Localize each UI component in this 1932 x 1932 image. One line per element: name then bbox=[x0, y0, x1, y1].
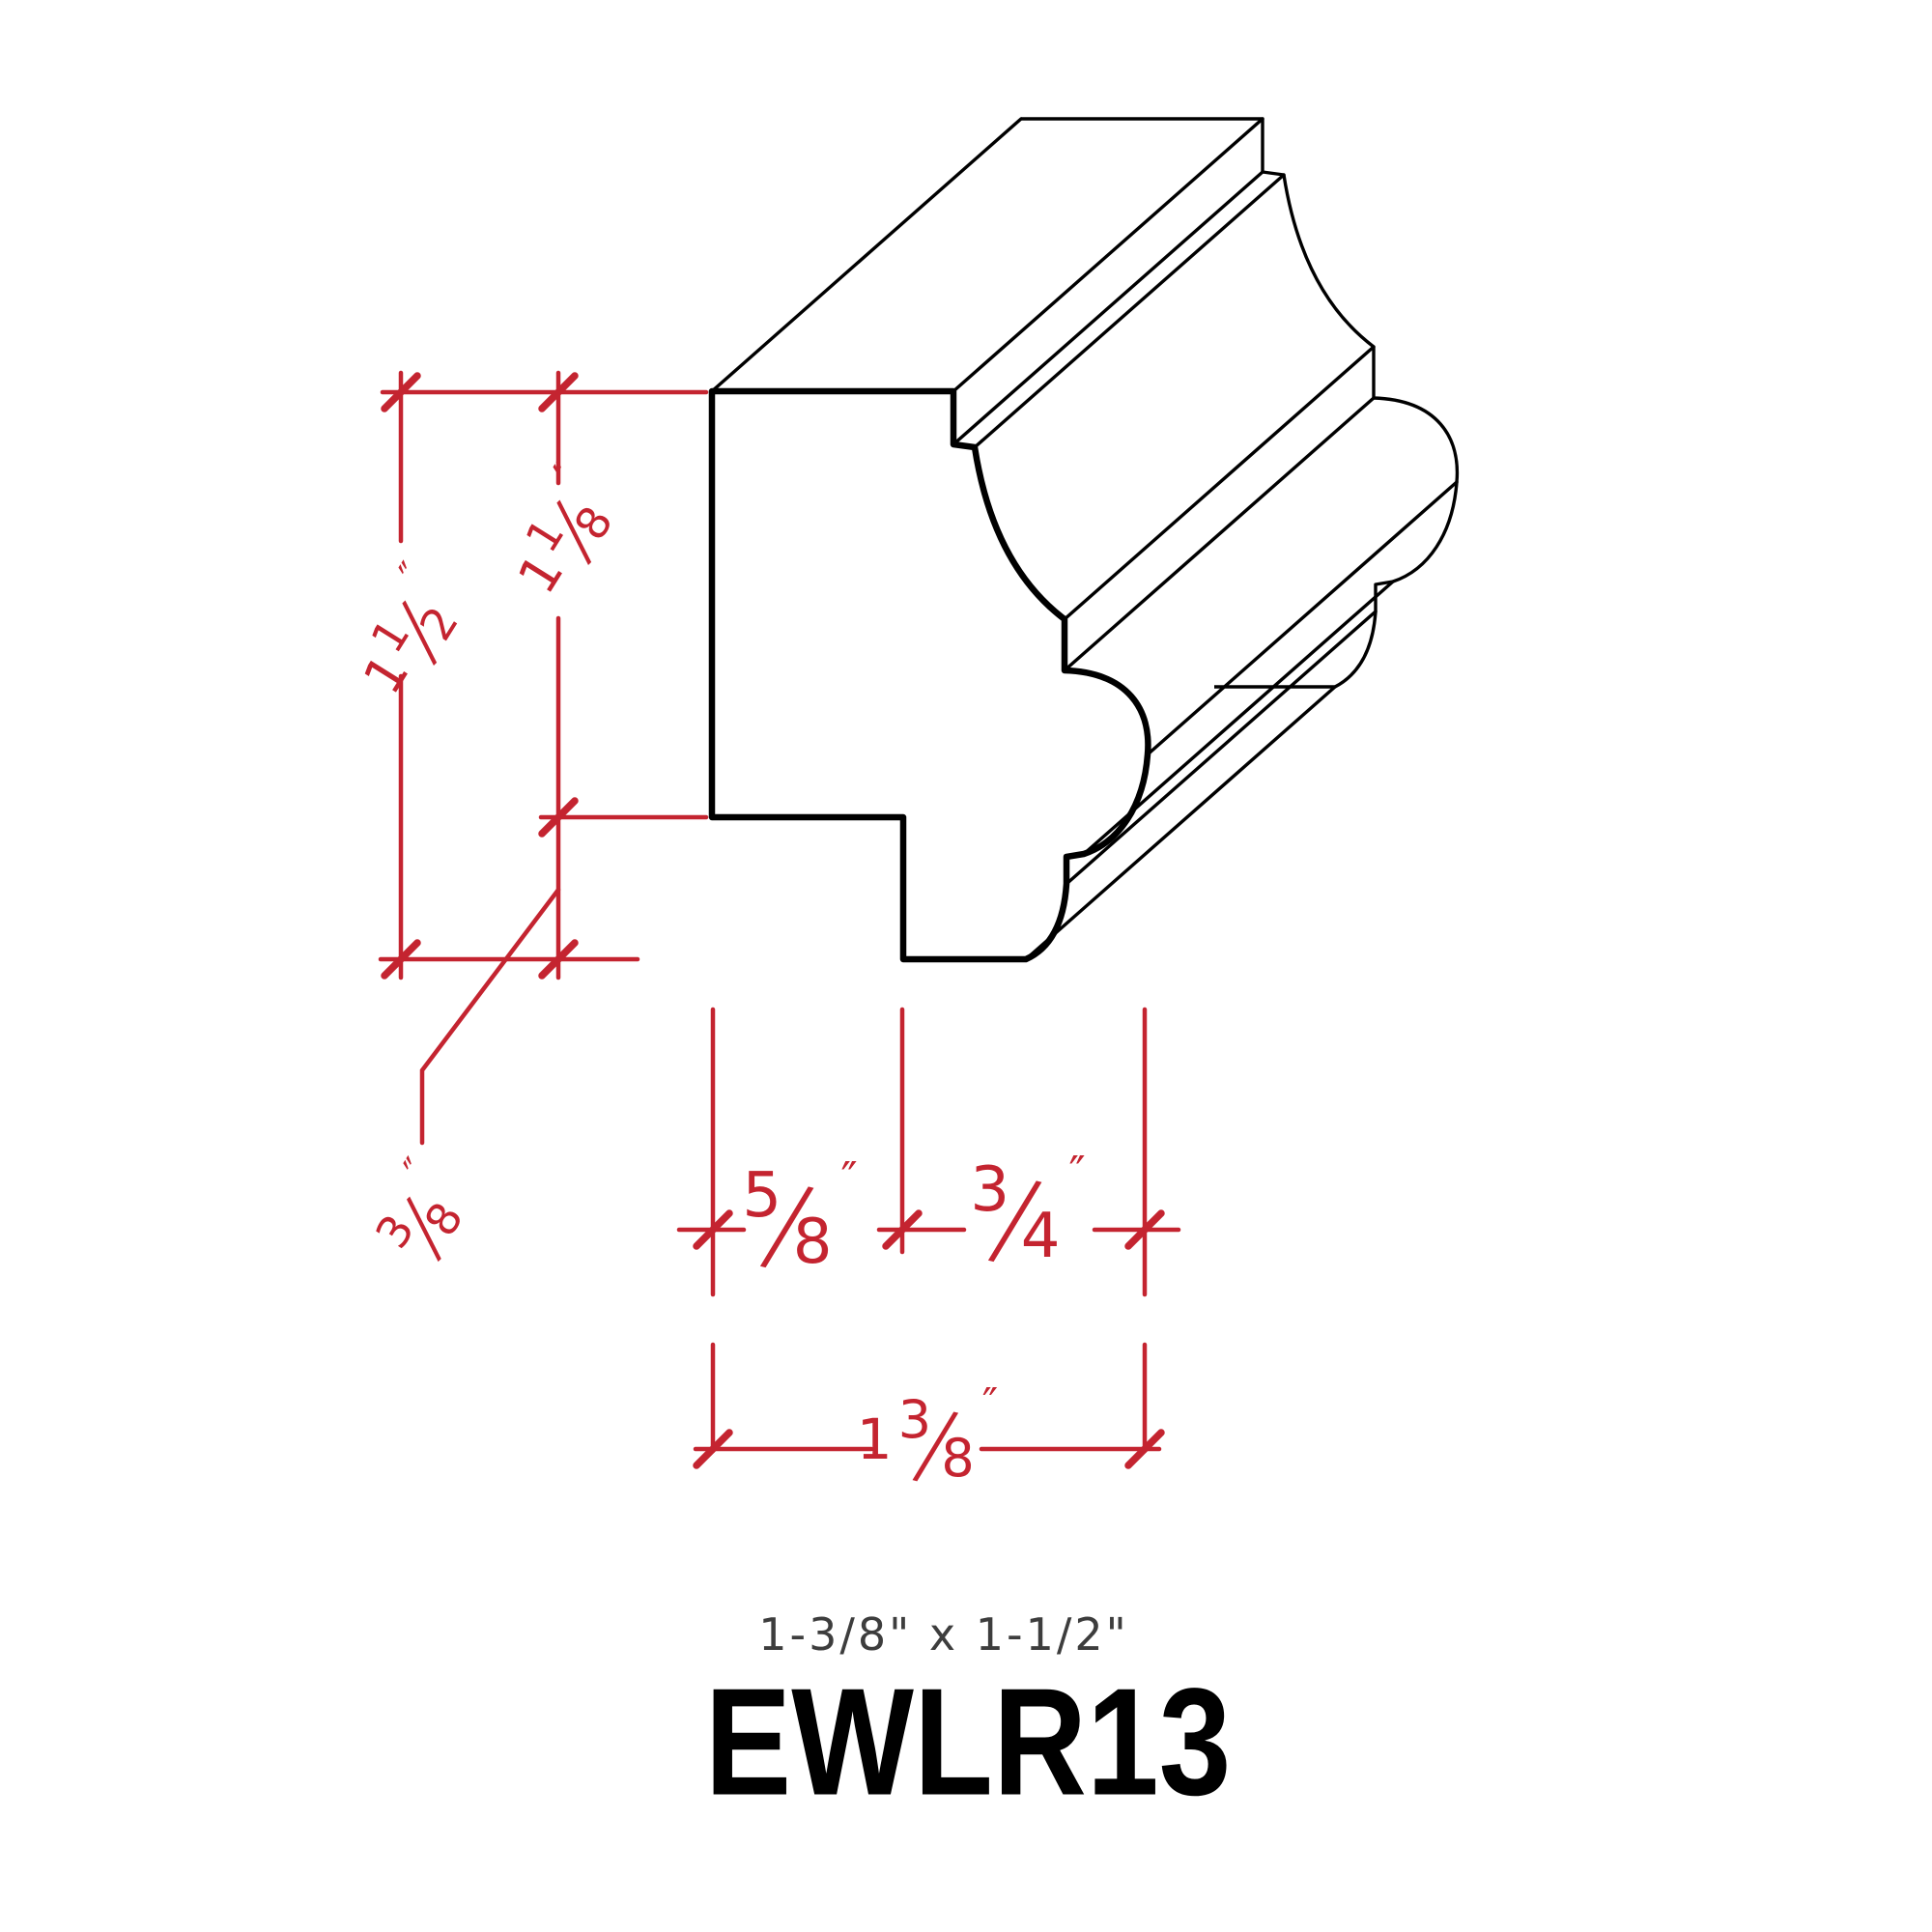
inch-mark: ″ bbox=[840, 1152, 857, 1205]
dim-width-nose: 3/4″ bbox=[966, 1151, 1085, 1285]
molding-body-fill bbox=[712, 119, 1458, 959]
inch-mark: ″ bbox=[981, 1379, 999, 1429]
dim-numerator: 3 bbox=[897, 1389, 932, 1450]
dim-numerator: 3 bbox=[970, 1154, 1010, 1226]
inch-mark: ″ bbox=[1068, 1147, 1085, 1199]
dimension-tick-marks bbox=[381, 372, 1165, 1469]
size-caption: 1-3/8" x 1-1/2" bbox=[758, 1608, 1129, 1661]
black-molding-linework bbox=[708, 117, 1460, 963]
profile-code-title: EWLR13 bbox=[704, 1657, 1232, 1828]
dim-width-top-flat: 5/8″ bbox=[738, 1156, 857, 1291]
dim-numerator: 5 bbox=[742, 1160, 782, 1232]
dim-whole: 1 bbox=[856, 1406, 893, 1472]
dim-denominator: 8 bbox=[792, 1207, 833, 1278]
far-end-profile bbox=[1021, 117, 1460, 689]
leader-line-notch bbox=[419, 887, 561, 1146]
dim-denominator: 8 bbox=[941, 1428, 975, 1489]
dim-denominator: 4 bbox=[1020, 1201, 1061, 1272]
front-profile-outline bbox=[708, 387, 1151, 963]
